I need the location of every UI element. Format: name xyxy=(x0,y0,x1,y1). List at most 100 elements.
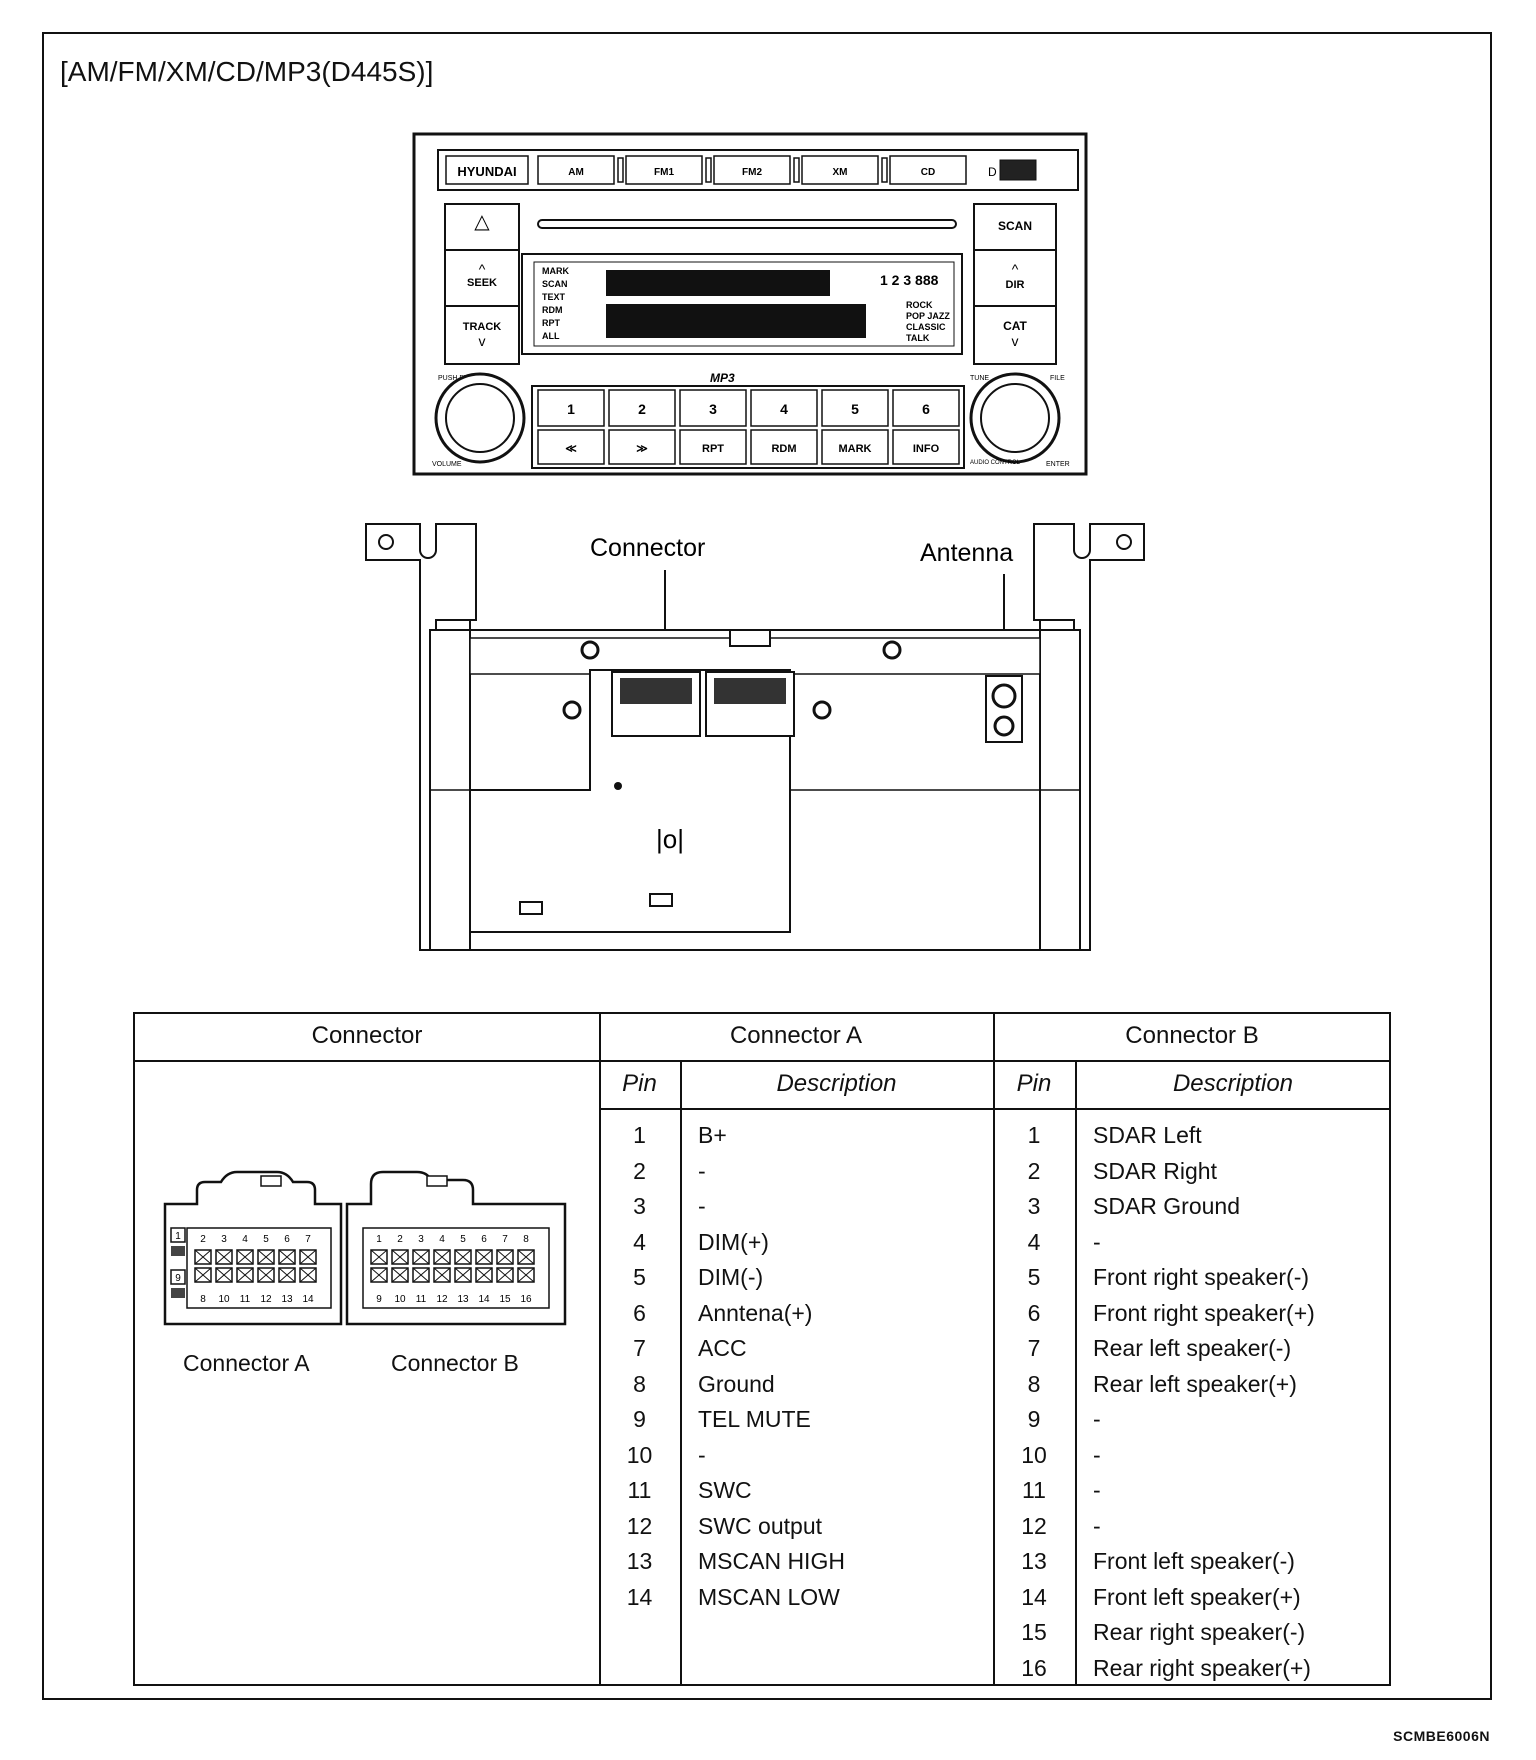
function-label-3: RDM xyxy=(771,443,796,455)
seek-label: SEEK xyxy=(467,277,497,289)
antenna-callout: Antenna xyxy=(920,539,1013,567)
connector-b-pin-3: 3 xyxy=(1027,1193,1041,1219)
cd-slot xyxy=(537,219,957,229)
connector-b-pin-8: 8 xyxy=(1027,1370,1041,1397)
connector-b-pin-6: 6 xyxy=(1027,1299,1041,1326)
page-title: [AM/FM/XM/CD/MP3(D445S)] xyxy=(60,56,434,87)
connector-b-description-10: - xyxy=(1093,1441,1101,1468)
top-button-label-3: XM xyxy=(833,167,848,178)
function-label-4: MARK xyxy=(839,443,872,455)
conn-b-top-6: 7 xyxy=(502,1234,508,1245)
top-button-0 xyxy=(537,155,615,185)
function-label-2: RPT xyxy=(702,443,724,455)
preset-label-6: 6 xyxy=(922,401,930,417)
conn-b-cavity-x xyxy=(517,1249,535,1265)
conn-b-cavity-x xyxy=(370,1267,388,1283)
top-right-label: D xyxy=(988,165,997,179)
mp3-label: MP3 xyxy=(710,371,735,385)
conn-b-cavity-x xyxy=(454,1249,472,1265)
conn-b-cavity-x xyxy=(496,1249,514,1265)
function-button-2 xyxy=(679,429,747,465)
preset-button-5 xyxy=(821,389,889,427)
connector-b-pin-7: 7 xyxy=(1027,1335,1041,1361)
conn-b-bottom-2: 11 xyxy=(416,1294,427,1305)
conn-b-cavity-x xyxy=(496,1267,514,1283)
svg-text:1 2 3 888: 1 2 3 888 xyxy=(880,272,939,288)
pin-header-b: Pin xyxy=(1016,1070,1052,1097)
conn-b-top-4: 5 xyxy=(460,1234,466,1245)
conn-a-cavity-x xyxy=(257,1267,275,1283)
conn-a-cavity-x xyxy=(194,1267,212,1283)
function-label-1: ≫ xyxy=(636,443,648,455)
svg-text:^: ^ xyxy=(479,261,486,277)
knob-label-file: FILE xyxy=(1050,375,1065,382)
conn-a-bottom-3: 12 xyxy=(260,1294,272,1305)
connector-a-description-13: MSCAN HIGH xyxy=(698,1548,845,1574)
connector-a-pin-10: 10 xyxy=(626,1441,653,1468)
connector-a-description-12: SWC output xyxy=(698,1512,822,1539)
display-right-label-1: POP JAZZ xyxy=(906,311,950,321)
conn-a-cavity-x xyxy=(215,1249,233,1265)
conn-b-bottom-5: 14 xyxy=(478,1294,490,1305)
connector-b-description-6: Front right speaker(+) xyxy=(1093,1299,1315,1326)
pin-header-a: Pin xyxy=(622,1070,657,1097)
function-label-5: INFO xyxy=(913,443,940,455)
top-button-label-4: CD xyxy=(921,167,935,178)
conn-b-cavity-x xyxy=(475,1249,493,1265)
connector-b-label: Connector B xyxy=(391,1350,519,1376)
header-connector: Connector xyxy=(311,1022,423,1049)
connector-b-description-11: - xyxy=(1093,1477,1101,1503)
connector-a-description-8: Ground xyxy=(698,1370,775,1397)
svg-text:v: v xyxy=(1012,333,1019,349)
connector-b-description-9: - xyxy=(1093,1406,1101,1432)
connector-a-description-6: Anntena(+) xyxy=(698,1299,813,1326)
function-button-1 xyxy=(608,429,676,465)
conn-b-cavity-x xyxy=(475,1267,493,1283)
connector-b-pin-16: 16 xyxy=(1021,1654,1047,1681)
connector-a-pin-2: 2 xyxy=(633,1157,646,1184)
conn-a-top-3: 5 xyxy=(263,1234,269,1245)
conn-a-top-2: 4 xyxy=(242,1234,248,1245)
conn-b-bottom-1: 10 xyxy=(394,1294,406,1305)
top-button-divider-3 xyxy=(881,157,888,183)
function-button-5 xyxy=(892,429,960,465)
brand-badge xyxy=(445,155,529,185)
display-right-label-0: ROCK xyxy=(906,300,933,310)
connector-a-pin-13: 13 xyxy=(626,1548,653,1574)
knob-label-pushpwr: PUSH PWR xyxy=(438,375,476,382)
display-left-label-2: TEXT xyxy=(542,292,566,302)
connector-b-pin-10: 10 xyxy=(1021,1441,1047,1468)
conn-b-cavity-x xyxy=(391,1249,409,1265)
connector-b-description-1: SDAR Left xyxy=(1093,1122,1202,1148)
connector-b-description-8: Rear left speaker(+) xyxy=(1093,1370,1297,1397)
conn-b-top-0: 1 xyxy=(376,1234,382,1245)
eject-icon: △ xyxy=(474,211,490,233)
display-right-label-3: TALK xyxy=(906,333,930,343)
connector-callout: Connector xyxy=(590,534,705,562)
preset-label-5: 5 xyxy=(851,401,859,417)
connector-a-description-7: ACC xyxy=(698,1335,747,1361)
connector-a-pin-12: 12 xyxy=(626,1512,653,1539)
connector-a-description-11: SWC xyxy=(698,1477,752,1503)
function-label-0: ≪ xyxy=(565,443,577,455)
top-button-divider-2 xyxy=(793,157,800,183)
knob-label-volume: VOLUME xyxy=(432,461,462,468)
conn-a-bottom-1: 10 xyxy=(218,1294,230,1305)
conn-b-cavity-x xyxy=(517,1267,535,1283)
conn-b-top-7: 8 xyxy=(523,1234,529,1245)
conn-a-bottom-4: 13 xyxy=(281,1294,293,1305)
preset-button-6 xyxy=(892,389,960,427)
conn-a-bottom-0: 8 xyxy=(200,1294,206,1305)
figure-code: SCMBE6006N xyxy=(1393,1728,1490,1744)
display-left-label-0: MARK xyxy=(542,266,569,276)
conn-a-cavity-x xyxy=(299,1249,317,1265)
preset-button-4 xyxy=(750,389,818,427)
connector-b-pin-4: 4 xyxy=(1027,1228,1041,1255)
connector-b-description-7: Rear left speaker(-) xyxy=(1093,1335,1292,1361)
scan-label: SCAN xyxy=(998,219,1032,233)
svg-text:v: v xyxy=(479,333,486,349)
dir-label: DIR xyxy=(1006,279,1025,291)
description-header-b: Description xyxy=(1172,1070,1294,1097)
